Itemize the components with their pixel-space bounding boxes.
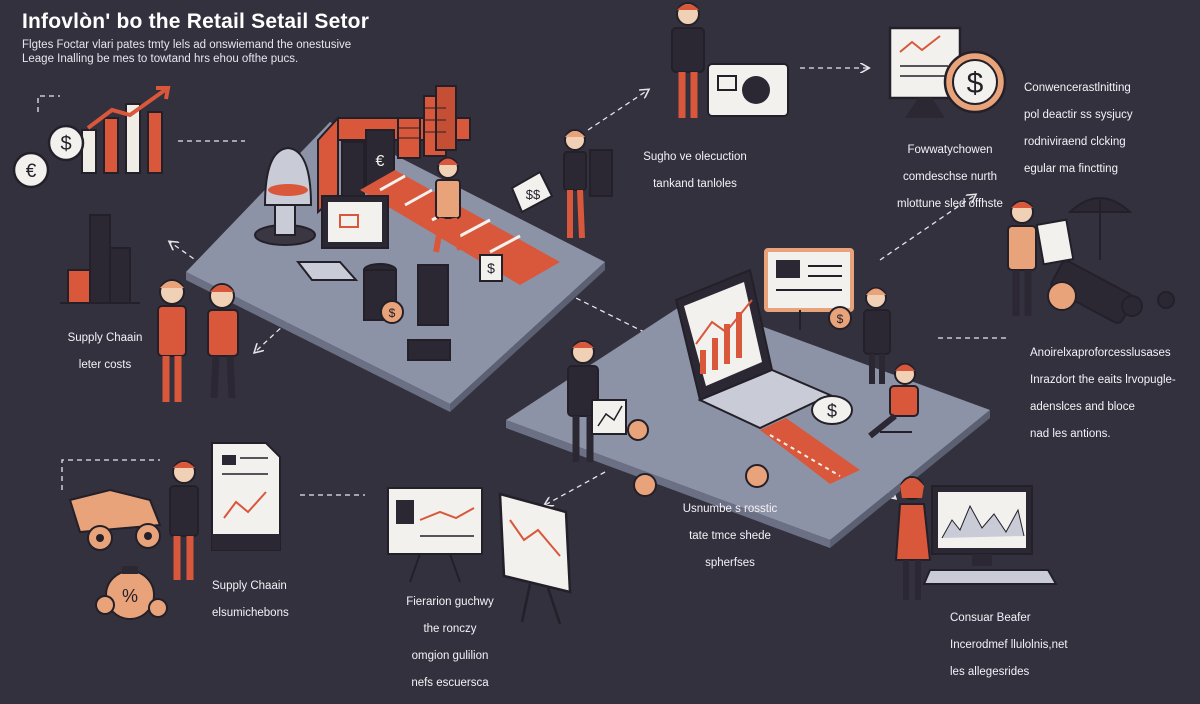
illustration: $ € € <box>12 2 1175 625</box>
caption-line: the ronczy <box>423 622 477 635</box>
laptop-chart-icon <box>674 268 833 430</box>
caption-line: omgion gulilion <box>411 649 489 662</box>
caption-line: Incerodmef llulolnis,net <box>950 638 1068 651</box>
caption-line: egular ma finctting <box>1024 162 1118 175</box>
register-box <box>407 264 451 361</box>
svg-text:$$: $$ <box>526 187 541 202</box>
easel-chart-icon <box>498 492 572 625</box>
caption-line: elsumichebons <box>212 606 289 619</box>
caption-line: comdeschse nurth <box>903 170 997 183</box>
svg-text:$: $ <box>60 133 71 155</box>
svg-text:$: $ <box>389 306 396 320</box>
caption-bottom-left: Supply Chaain elsumichebons <box>212 566 342 634</box>
caption-line: Anoirelxaproforcesslusases <box>1030 346 1171 359</box>
person-presenter <box>671 2 789 118</box>
caption-line: tankand tanloles <box>653 177 737 190</box>
easel-chart-icon <box>387 487 483 583</box>
caption-line: Supply Chaain <box>67 331 143 344</box>
caption-bottom-center: Usnumbe s rosstic tate tmce shede spherf… <box>665 489 795 584</box>
caption-line: Fierarion guchwy <box>406 595 494 608</box>
bar-chart-icon <box>60 214 140 304</box>
svg-text:$: $ <box>827 401 837 421</box>
caption-line: les allegesrides <box>950 665 1030 678</box>
caption-top-center: Sugho ve olecuction tankand tanloles <box>630 137 760 205</box>
coin-stack-icon <box>397 85 457 159</box>
svg-text:%: % <box>122 586 138 606</box>
easel-chart-icon <box>591 399 627 435</box>
person-woman <box>894 476 932 600</box>
person-shopper <box>563 129 613 239</box>
page-subtitle: Flgtes Foctar vlari pates tmty lels ad o… <box>22 39 442 66</box>
dollar-coin-icon: $ <box>47 124 85 162</box>
truck-icon <box>68 488 162 551</box>
svg-text:$: $ <box>487 260 495 276</box>
caption-line: Sugho ve olecuction <box>643 150 747 163</box>
svg-text:$: $ <box>837 312 844 326</box>
monitor-screen <box>295 195 389 281</box>
monitor-chart-icon <box>888 26 962 118</box>
people-handshake <box>157 279 239 402</box>
caption-left-mid: Supply Chaain leter costs <box>50 318 160 386</box>
person-standing-right <box>863 287 891 384</box>
caption-top-right-mid: Fowwatychowen comdeschse nurth mlottune … <box>875 130 1025 225</box>
person-seated <box>868 363 919 439</box>
dollar-coin-icon: $ <box>943 50 1007 114</box>
caption-line: Inrazdort the eaits lrvopugle- <box>1030 373 1176 386</box>
caption-top-right: Conwencerastlnitting pol deactir ss sysj… <box>1024 68 1194 190</box>
caption-line: tate tmce shede <box>689 529 771 542</box>
billboard-profile <box>764 248 854 330</box>
person-analyst <box>567 340 599 462</box>
red-ramp <box>760 418 860 484</box>
cart-icon <box>1047 260 1175 324</box>
caption-line: spherfses <box>705 556 755 569</box>
growth-chart-icon <box>81 86 171 174</box>
caption-line: nad les antions. <box>1030 427 1111 440</box>
subtitle-line: Leage Inalling be mes to towtand hrs eho… <box>22 52 299 65</box>
caption-line: pol deactir ss sysjucy <box>1024 108 1133 121</box>
caption-line: mlottune sled offhste <box>897 197 1003 210</box>
person-cart <box>1007 200 1075 316</box>
document-chart-icon <box>211 442 281 551</box>
caption-line: Consuar Beafer <box>950 611 1031 624</box>
dome-stand <box>254 146 316 246</box>
person-walking <box>433 157 463 253</box>
umbrella-icon <box>1067 197 1133 260</box>
coin-stack-icon <box>627 419 769 497</box>
caption-line: nefs escuersca <box>411 676 489 689</box>
subtitle-line: Flgtes Foctar vlari pates tmty lels ad o… <box>22 39 352 51</box>
caption-right-mid: Anoirelxaproforcesslusases Inrazdort the… <box>1030 333 1196 455</box>
person-document <box>169 460 199 580</box>
caption-bottom-right: Consuar Beafer Incerodmef llulolnis,net … <box>950 598 1110 693</box>
coin-stack-icon: $ <box>363 263 404 324</box>
caption-line: adenslces and bloce <box>1030 400 1135 413</box>
caption-line: rodniviraend clcking <box>1024 135 1126 148</box>
dollar-tag-icon: $$ $ <box>479 170 554 282</box>
svg-text:€: € <box>376 153 385 170</box>
caption-line: Supply Chaain <box>212 579 287 592</box>
euro-coin-icon: € <box>12 151 50 189</box>
caption-line: Usnumbe s rosstic <box>682 502 778 515</box>
svg-text:$: $ <box>967 67 984 100</box>
dollar-coin-icon: $ $ <box>811 306 853 425</box>
caption-line: leter costs <box>78 358 132 371</box>
monitor-chart-icon <box>922 485 1058 585</box>
caption-bottom-center-left: Fierarion guchwy the ronczy omgion gulil… <box>390 582 510 704</box>
caption-line: Conwencerastlnitting <box>1024 81 1131 94</box>
page-title: Infovlòn' bo the Retail Setail Setor <box>22 10 370 33</box>
percent-coin-icon: % <box>95 566 168 620</box>
caption-line: Fowwatychowen <box>907 143 993 156</box>
svg-text:€: € <box>26 161 37 182</box>
